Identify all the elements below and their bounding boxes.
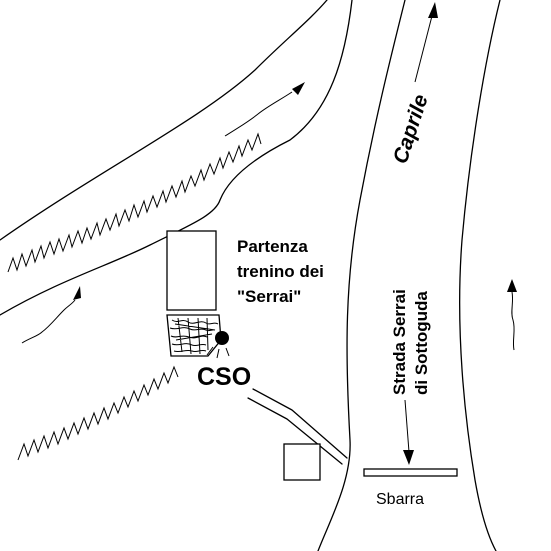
flow-arrow-right-icon [507, 279, 517, 292]
small-building [283, 443, 321, 481]
vegetation-zigzag-lower [17, 365, 179, 461]
label-strada-line1: Strada Serrai [390, 289, 409, 395]
label-caprile: Caprile [389, 91, 433, 166]
arrow-caprile-icon [428, 2, 438, 18]
arrow-sbarra-line [404, 399, 410, 453]
road-edge-right [459, 0, 501, 551]
path-double-lower [247, 397, 343, 465]
river-bank-upper [0, 0, 328, 241]
label-partenza-line2: trenino dei [237, 262, 324, 281]
flow-squiggle-left [21, 299, 76, 344]
hatched-texture [169, 317, 219, 355]
label-strada-line2: di Sottoguda [412, 291, 431, 395]
flow-arrow-left-icon [73, 286, 81, 300]
flow-arrow-upper-icon [292, 82, 305, 95]
sbarra-barrier [363, 468, 458, 477]
road-edge-left [317, 0, 406, 551]
label-partenza-line3: "Serrai" [237, 287, 301, 306]
flow-squiggle-upper [224, 91, 293, 137]
arrow-caprile-line [414, 11, 434, 83]
cso-marker-icon [215, 331, 229, 345]
vegetation-zigzag-upper [7, 132, 262, 273]
arrow-sbarra-icon [403, 450, 414, 465]
trenino-building [166, 230, 217, 311]
cso-marker-rays [206, 346, 230, 359]
label-partenza-line1: Partenza [237, 237, 308, 256]
river-bank-lower [0, 0, 353, 316]
label-sbarra: Sbarra [376, 491, 424, 508]
label-cso: CSO [197, 363, 251, 391]
path-double-upper [252, 388, 348, 459]
flow-squiggle-right [511, 291, 515, 351]
